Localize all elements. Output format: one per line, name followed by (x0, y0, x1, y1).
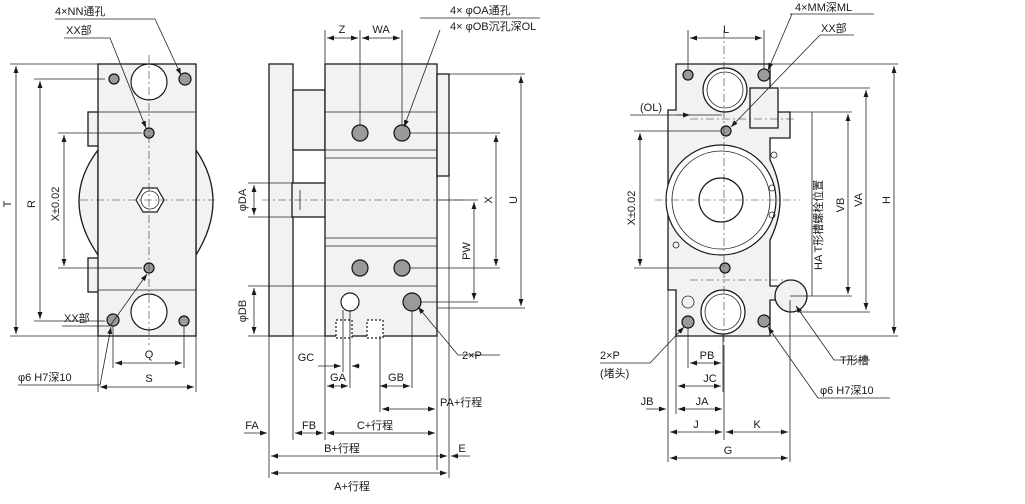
left-label-nn-hole: 4×NN通孔 (55, 5, 105, 18)
mid-port-gb (402, 292, 422, 312)
mid-label-oa-hole: 4× φOA通孔 (450, 4, 511, 17)
right-dim-pb: PB (700, 350, 715, 362)
right-dim-k: K (753, 419, 761, 431)
mid-dim-x: X (483, 196, 495, 204)
mid-dim-db: φDB (237, 300, 249, 322)
mid-oa-hole-1 (351, 124, 369, 142)
left-nn-hole-top-right (178, 72, 192, 86)
mid-dim-fb: FB (302, 420, 316, 432)
right-dim-l: L (723, 24, 729, 36)
left-dim-q: Q (145, 349, 154, 361)
left-dim-x: X±0.02 (50, 187, 62, 222)
right-upper-block (749, 87, 779, 129)
right-pin-hole-bottom-right (757, 314, 771, 328)
right-label-xx-part: XX部 (821, 21, 847, 35)
right-mm-hole-top-left (682, 69, 694, 81)
left-dim-s: S (145, 373, 152, 385)
mid-port-ga (340, 292, 360, 312)
right-view: L 4×MM深ML XX部 (OL) X±0.02 VB VA H HA T形槽… (600, 1, 898, 462)
right-plug-hole-bottom-left (681, 315, 695, 329)
right-label-t-slot-position: HA T形槽螺栓位置 (811, 180, 825, 270)
left-view: T R X±0.02 Q S 4×NN通孔 XX部 XX部 φ6 H7深10 (2, 5, 215, 392)
mid-dim-ga: GA (330, 372, 347, 384)
mid-port-fitting-1 (335, 319, 353, 339)
left-dim-r: R (26, 200, 38, 208)
left-nn-hole-top-left (108, 73, 120, 85)
right-dim-ol: (OL) (640, 102, 662, 114)
right-port-hole-top (720, 125, 732, 137)
left-label-xx-part-bottom: XX部 (64, 311, 90, 325)
mid-label-ob-hole: 4× φOB沉孔深OL (450, 20, 536, 33)
left-round-flange (78, 148, 99, 258)
right-label-pin-hole: φ6 H7深10 (820, 384, 874, 397)
left-label-pin-hole: φ6 H7深10 (18, 371, 72, 384)
left-nn-hole-bottom-right (178, 315, 190, 327)
mid-port-fitting-2 (366, 319, 384, 339)
mid-dim-z: Z (339, 24, 346, 36)
right-dim-g: G (724, 445, 733, 457)
right-dim-jb: JB (641, 396, 654, 408)
right-dim-h: H (881, 196, 893, 204)
right-dim-j: J (693, 419, 699, 431)
right-label-plug: (堵头) (600, 366, 629, 380)
mid-dim-pw: PW (461, 242, 473, 260)
mid-dim-gc: GC (298, 352, 315, 364)
right-port-hole-bottom (719, 262, 731, 274)
left-round-flange-right (195, 147, 214, 258)
mid-dim-pa: PA+行程 (440, 396, 482, 409)
right-bore-top (702, 67, 748, 113)
right-dim-jc: JC (703, 373, 717, 385)
right-dim-va: VA (853, 192, 865, 207)
left-label-xx-part-top: XX部 (66, 23, 92, 37)
mid-rear-flange (292, 89, 326, 151)
right-label-mm-hole: 4×MM深ML (795, 1, 852, 14)
mid-oa-hole-3 (351, 259, 369, 277)
right-label-port: 2×P (600, 350, 620, 362)
right-mm-hole-top-right (757, 68, 771, 82)
right-bore-bottom (700, 289, 746, 335)
mid-oa-hole-4 (393, 259, 411, 277)
right-dim-ja: JA (696, 396, 710, 408)
right-dim-vb: VB (835, 198, 847, 213)
mid-dim-gb: GB (388, 372, 404, 384)
mid-dim-c: C+行程 (357, 419, 393, 432)
mid-dim-a: A+行程 (334, 480, 370, 493)
mid-dim-u: U (508, 196, 520, 204)
left-dim-t: T (2, 200, 14, 207)
middle-view: Z WA 4× φOA通孔 4× φOB沉孔深OL φDA φDB X U PW (237, 4, 540, 493)
mid-oa-hole-2 (393, 124, 411, 142)
right-label-t-slot: T形槽 (840, 354, 869, 367)
mid-dim-wa: WA (372, 24, 390, 36)
mid-dim-fa: FA (245, 420, 259, 432)
mid-dim-b: B+行程 (324, 442, 360, 455)
right-dim-x: X±0.02 (626, 191, 638, 226)
mid-front-cap (436, 73, 450, 177)
mid-dim-e: E (458, 443, 465, 455)
mid-label-port: 2×P (462, 350, 482, 362)
mid-dim-da: φDA (237, 188, 249, 211)
